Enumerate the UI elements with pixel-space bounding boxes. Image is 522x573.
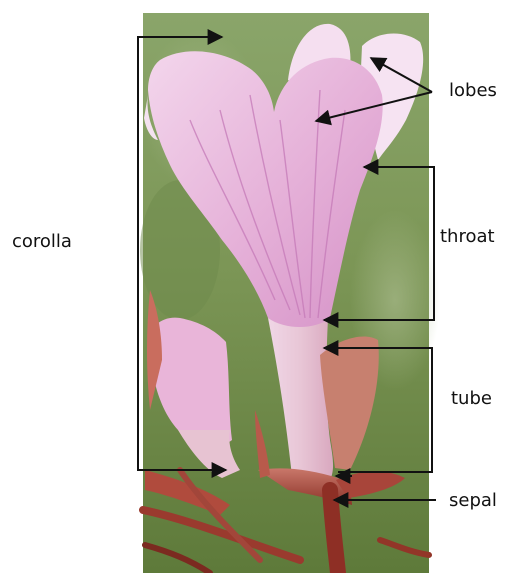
label-throat: throat <box>440 226 495 248</box>
label-sepal: sepal <box>449 490 497 512</box>
label-corolla: corolla <box>12 231 72 253</box>
photo <box>140 13 440 573</box>
label-tube: tube <box>451 388 492 410</box>
label-lobes: lobes <box>449 80 497 102</box>
